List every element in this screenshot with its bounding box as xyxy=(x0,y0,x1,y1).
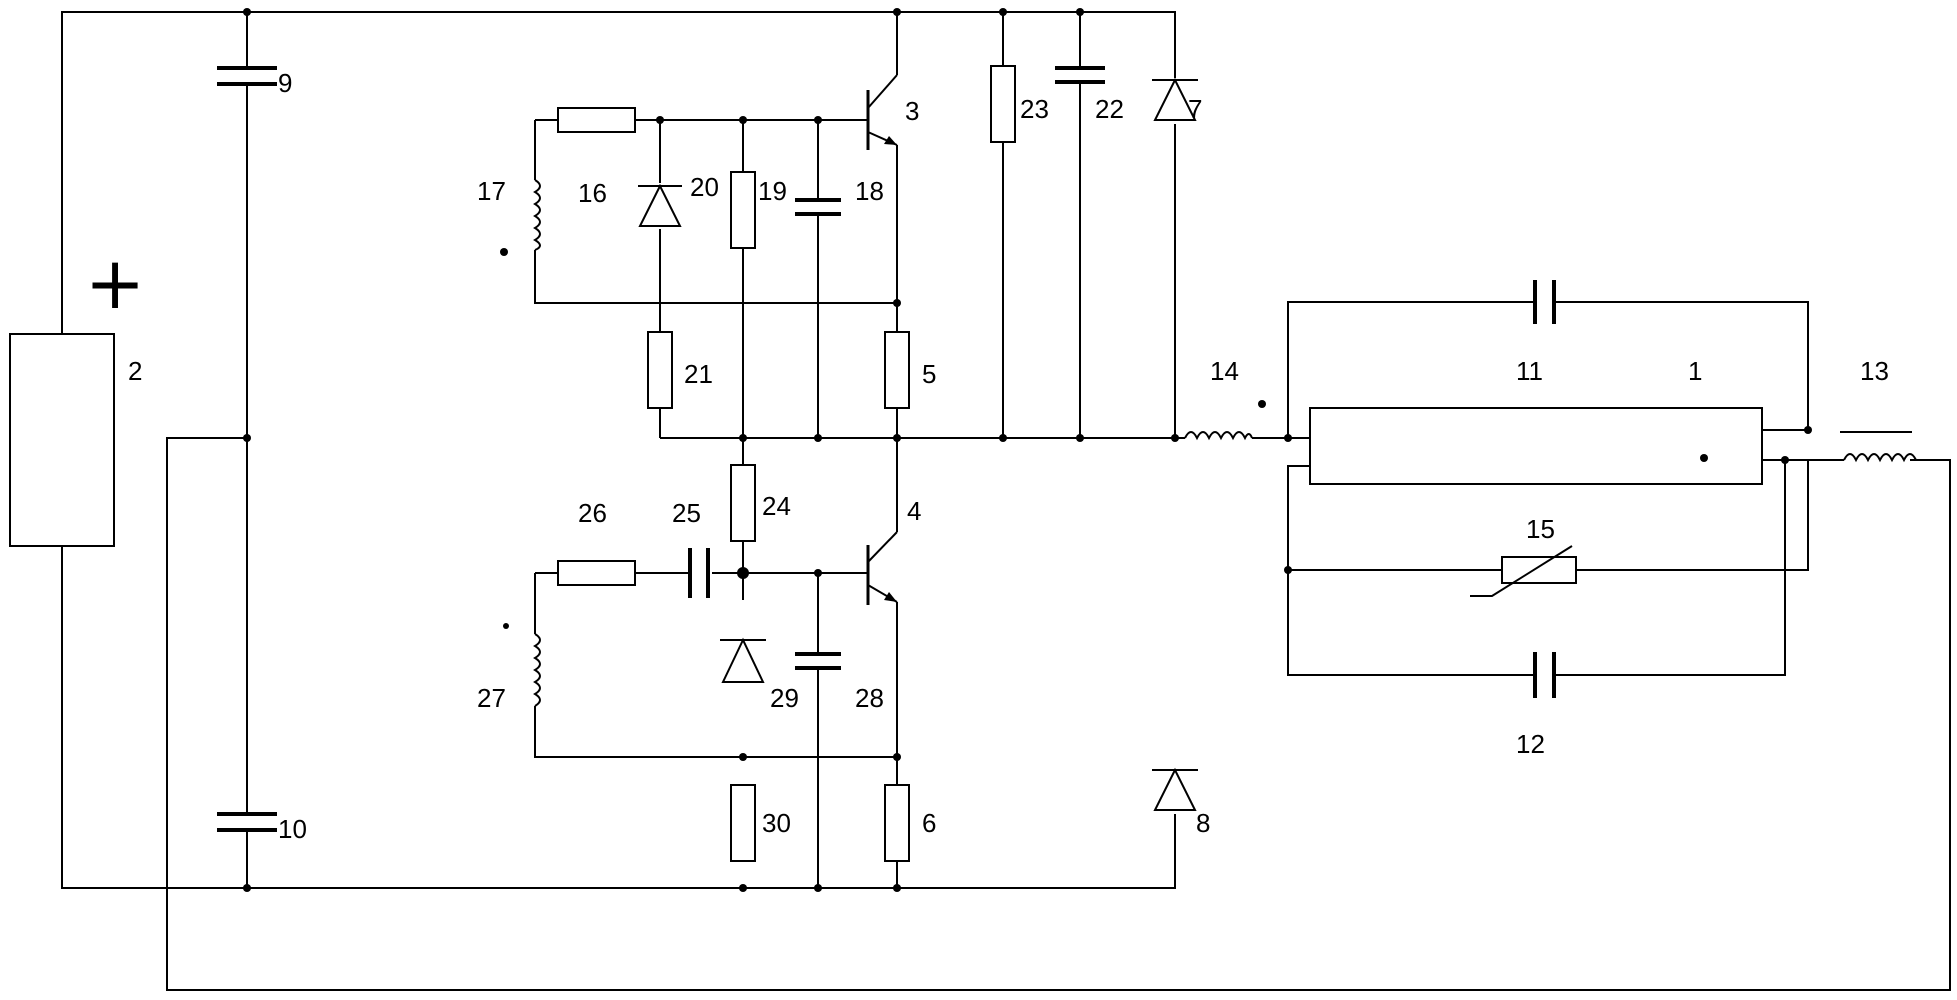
supply-body xyxy=(10,334,114,546)
label-28: 28 xyxy=(855,683,884,713)
label-20: 20 xyxy=(690,172,719,202)
wire-winding-17-loop xyxy=(535,120,897,303)
label-19: 19 xyxy=(758,176,787,206)
lamp-1 xyxy=(1310,408,1762,484)
label-5: 5 xyxy=(922,359,936,389)
label-8: 8 xyxy=(1196,808,1210,838)
label-15: 15 xyxy=(1526,514,1555,544)
wire-winding-27-loop xyxy=(535,573,897,757)
lamp-dot xyxy=(1700,454,1708,462)
capacitor-28 xyxy=(795,654,841,668)
label-14: 14 xyxy=(1210,356,1239,386)
supply-2 xyxy=(10,334,114,546)
label-1: 1 xyxy=(1688,356,1702,386)
wire-lamp-right xyxy=(1762,430,1840,460)
label-11: 11 xyxy=(1516,356,1543,386)
label-3: 3 xyxy=(905,96,919,126)
label-24: 24 xyxy=(762,491,791,521)
zener-20 xyxy=(638,183,682,229)
winding-17 xyxy=(500,180,545,256)
winding-17-dot xyxy=(500,248,508,256)
resistor-26 xyxy=(558,561,635,585)
winding-27 xyxy=(503,623,545,706)
diode-29 xyxy=(720,638,766,686)
wire-bottom-rail xyxy=(62,546,1175,888)
wires xyxy=(62,12,1950,990)
resistor-5 xyxy=(885,332,909,408)
label-27: 27 xyxy=(477,683,506,713)
label-29: 29 xyxy=(770,683,799,713)
inductor-13 xyxy=(1840,432,1916,460)
polarity-plus-label: + xyxy=(85,241,145,325)
capacitor-10 xyxy=(215,814,279,830)
label-2: 2 xyxy=(128,356,142,386)
transistor-3 xyxy=(868,75,897,150)
label-12: 12 xyxy=(1516,729,1545,759)
wire-midpoint-return xyxy=(167,438,1950,990)
label-4: 4 xyxy=(907,496,921,526)
capacitor-22 xyxy=(1055,68,1105,82)
winding-27-dot xyxy=(503,623,509,629)
label-18: 18 xyxy=(855,176,884,206)
capacitor-25 xyxy=(690,548,708,598)
label-10: 10 xyxy=(278,814,307,844)
label-13: 13 xyxy=(1860,356,1889,386)
resistor-30 xyxy=(731,785,755,861)
resistor-upper-base xyxy=(558,108,635,132)
resistor-24 xyxy=(731,465,755,541)
label-7: 7 xyxy=(1188,94,1202,124)
resistor-23 xyxy=(991,66,1015,142)
capacitor-9 xyxy=(215,68,279,84)
resistor-21 xyxy=(648,332,672,408)
capacitor-18 xyxy=(795,200,841,214)
lamp-tube xyxy=(1310,408,1762,484)
label-26: 26 xyxy=(578,498,607,528)
transistor-4 xyxy=(868,532,897,605)
resistor-6 xyxy=(885,785,909,861)
resistor-19 xyxy=(731,172,755,248)
label-17: 17 xyxy=(477,176,506,206)
label-25: 25 xyxy=(672,498,701,528)
label-22: 22 xyxy=(1095,94,1124,124)
capacitor-11 xyxy=(1535,280,1554,324)
label-16: 16 xyxy=(578,178,607,208)
label-9: 9 xyxy=(278,68,292,98)
capacitor-12 xyxy=(1535,652,1554,698)
diode-8 xyxy=(1152,768,1198,814)
inductor-14-dot xyxy=(1258,400,1266,408)
label-6: 6 xyxy=(922,808,936,838)
inductor-14 xyxy=(1185,400,1266,438)
label-23: 23 xyxy=(1020,94,1049,124)
label-21: 21 xyxy=(684,359,713,389)
label-30: 30 xyxy=(762,808,791,838)
